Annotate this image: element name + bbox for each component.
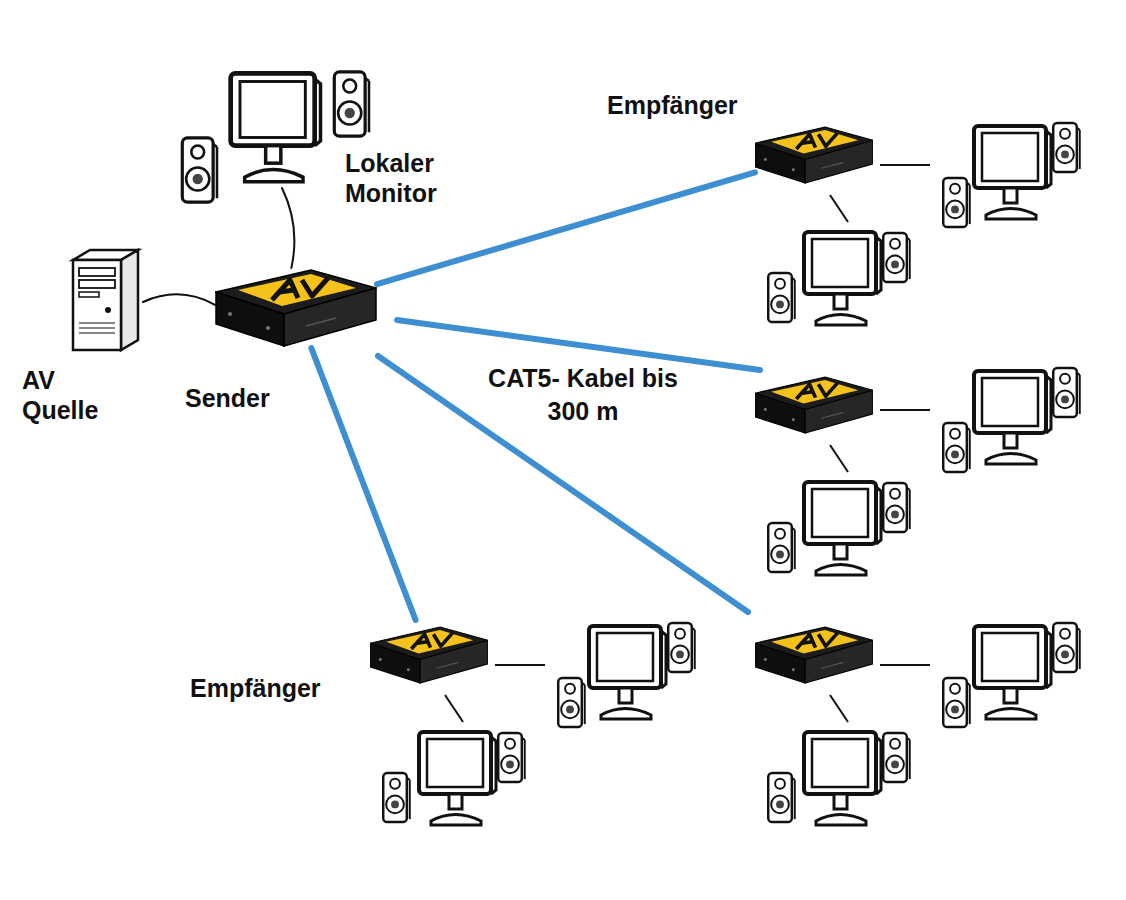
av-wire <box>880 664 930 666</box>
speaker-symbol <box>883 233 910 282</box>
speaker-symbol <box>383 773 410 822</box>
speaker-symbol <box>1053 368 1080 417</box>
cat5-cable <box>311 348 415 620</box>
cable-label: CAT5- Kabel bis 300 m <box>478 362 688 428</box>
monitor-symbol <box>589 626 666 719</box>
speaker-symbol <box>943 178 970 227</box>
node-label: Lokaler Monitor <box>345 148 485 208</box>
speaker-symbol <box>768 773 795 822</box>
receiver-node: Empfänger <box>370 620 488 690</box>
sender-box <box>216 270 376 346</box>
speaker-symbol <box>883 733 910 782</box>
speaker-symbol <box>498 733 525 782</box>
av-cable <box>143 294 215 304</box>
speaker-symbol <box>668 623 695 672</box>
speaker-symbol <box>558 678 585 727</box>
node-label: Sender <box>185 383 270 413</box>
connector-line <box>311 348 415 620</box>
source-node: AV Quelle <box>68 248 143 353</box>
monitor-symbol <box>231 73 321 182</box>
monitor-symbol <box>804 482 881 575</box>
av-cable <box>282 188 294 268</box>
speaker-symbol <box>1053 123 1080 172</box>
speaker-symbol <box>883 483 910 532</box>
receiver-box <box>370 627 488 683</box>
receiver-box <box>755 627 873 683</box>
speaker-symbol <box>334 72 369 136</box>
receiver-node: Empfänger <box>755 120 873 190</box>
sender-node: Sender <box>215 268 377 348</box>
monitor-symbol <box>974 126 1051 219</box>
av-wire <box>880 164 930 166</box>
connector-line <box>143 294 215 304</box>
monitor-node: Lokaler Monitor <box>228 68 322 188</box>
speaker-symbol <box>943 423 970 472</box>
speaker-symbol <box>943 678 970 727</box>
av-wire <box>445 695 463 722</box>
av-wire <box>495 664 545 666</box>
receiver-box <box>755 377 873 433</box>
av-wire <box>830 195 848 222</box>
node-label: Empfänger <box>190 673 321 703</box>
av-wire <box>880 409 930 411</box>
cat5-cable <box>378 356 748 612</box>
connector-line <box>282 188 294 268</box>
speaker-symbol <box>768 273 795 322</box>
node-label: Empfänger <box>607 90 738 120</box>
monitor-symbol <box>804 732 881 825</box>
monitor-symbol <box>804 232 881 325</box>
receiver-box <box>755 127 873 183</box>
pc-tower <box>73 250 138 350</box>
cat5-cable <box>397 320 760 370</box>
speaker-symbol <box>182 138 217 202</box>
node-label: AV Quelle <box>22 365 117 425</box>
monitor-symbol <box>974 626 1051 719</box>
monitor-symbol <box>419 732 496 825</box>
av-wire <box>830 695 848 722</box>
av-wire <box>830 445 848 472</box>
monitor-symbol <box>974 371 1051 464</box>
speaker-symbol <box>768 523 795 572</box>
speaker-symbol <box>1053 623 1080 672</box>
